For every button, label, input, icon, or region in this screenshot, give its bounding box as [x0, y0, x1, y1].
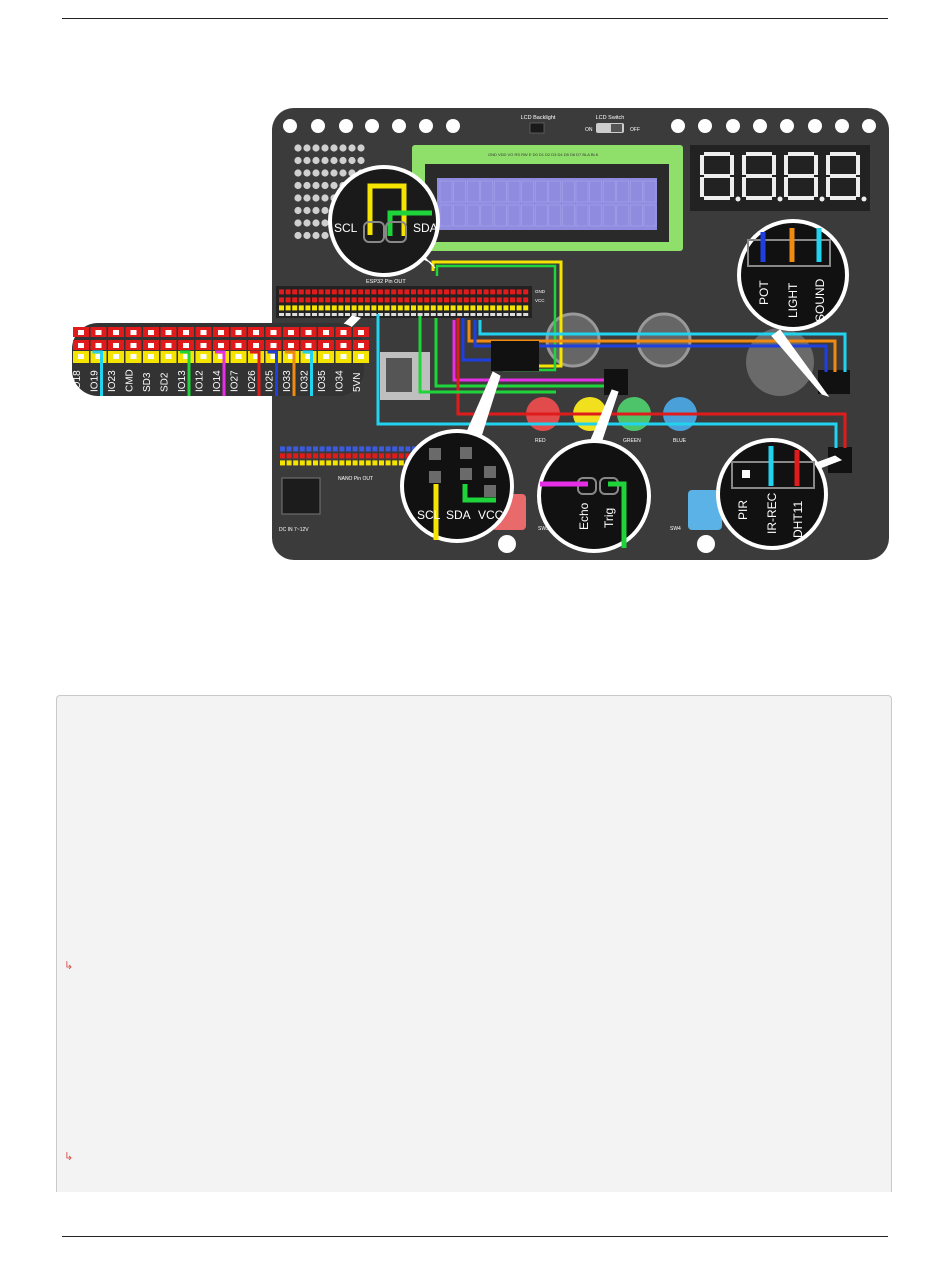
zoom-pin-label: IO32 — [300, 370, 311, 392]
seven-segment-display — [690, 145, 870, 211]
zoom-lcd-i2c: SCL SDA — [328, 165, 440, 277]
zoom-dht11-label: DHT11 — [791, 501, 805, 538]
gnd-label: GND — [535, 289, 546, 294]
zoom-sound-label: SOUND — [813, 278, 827, 322]
nano-pinout-label: NANO Pin OUT — [338, 476, 373, 482]
switch-off-label: OFF — [630, 127, 640, 133]
zoom-irrec-label: IR-REC — [765, 492, 779, 534]
zoom-pir-label: PIR — [736, 500, 750, 520]
zoom-pin-label: IO14 — [212, 370, 223, 392]
dc-jack — [281, 477, 321, 515]
zoom-pin-header: IO18 IO19 IO23 CMD SD3 SD2 IO13 IO12 IO14 IO27 IO2… — [72, 323, 369, 396]
zoom-lcd-scl-label: SCL — [334, 221, 358, 235]
zoom-pot-label: POT — [757, 280, 771, 305]
lcd-pin-labels: GND VDD VO RS RW E D0 D1 D2 D3 D4 D5 D6 … — [488, 152, 599, 157]
zoom-pin-label: IO33 — [282, 370, 293, 392]
switch-on-label: ON — [585, 127, 593, 133]
button-sw3-icon[interactable] — [498, 535, 516, 553]
line-wrap-icon: ↳ — [64, 1150, 74, 1163]
lcd-backlight-label: LCD Backlight — [521, 115, 556, 121]
board-top-dots — [283, 119, 876, 133]
zoom-pin-label: SD3 — [142, 372, 153, 392]
zoom-pin-label: IO34 — [335, 370, 346, 392]
zoom-i2c-scl: SCL — [417, 508, 441, 522]
line-wrap-icon: ↳ — [64, 959, 74, 972]
zoom-echo-label: Echo — [577, 502, 591, 530]
sw4-label: SW4 — [670, 526, 681, 532]
zoom-trig-label: Trig — [602, 508, 616, 528]
zoom-ultrasonic: Echo Trig — [537, 439, 651, 553]
esp32-pinout-label: ESP32 Pin OUT — [366, 279, 406, 285]
zoom-pin-label: SD2 — [160, 372, 171, 392]
lcd-switch-label: LCD Switch — [596, 115, 625, 121]
zoom-pin-label: IO12 — [195, 370, 206, 392]
wires — [376, 260, 847, 448]
vcc-label: VCC — [535, 298, 545, 303]
ultrasonic-header — [604, 369, 628, 395]
sw3-label: SW3 — [538, 526, 549, 532]
lcd-backlight-button[interactable] — [529, 122, 545, 134]
zoom-light-label: LIGHT — [786, 282, 800, 318]
led-green-label: GREEN — [623, 438, 641, 444]
zoom-i2c-vcc: VCC — [478, 508, 504, 522]
zoom-pin-label: IO18 — [72, 370, 83, 392]
zoom-pin-label: IO26 — [247, 370, 258, 392]
zoom-pin-label: IO35 — [317, 370, 328, 392]
header-rule — [62, 18, 888, 19]
i2c-header — [491, 341, 539, 371]
zoom-pin-label: CMD — [125, 369, 136, 392]
zoom-pin-label: IO23 — [107, 370, 118, 392]
zoom-pin-label: IO19 — [90, 370, 101, 392]
zoom-lcd-sda-label: SDA — [413, 221, 438, 235]
zoom-pin-label: 5VN — [352, 373, 363, 392]
led-red-label: RED — [535, 438, 546, 444]
zoom-digital-sensors: PIR IR-REC DHT11 — [716, 438, 828, 550]
zoom-i2c-sda: SDA — [446, 508, 471, 522]
footer-rule — [62, 1236, 888, 1237]
zoom-pin-label: IO13 — [177, 370, 188, 392]
button-blue[interactable] — [688, 490, 722, 530]
zoom-pin-label: IO27 — [230, 370, 241, 392]
zoom-pin-label: IO25 — [265, 370, 276, 392]
button-sw4-icon[interactable] — [697, 535, 715, 553]
led-blue-label: BLUE — [673, 438, 687, 444]
wiring-diagram: LCD Backlight LCD Switch ON OFF GND VDD … — [72, 108, 889, 560]
dc-in-label: DC IN 7~12V — [279, 527, 309, 533]
zoom-analog-sensors: POT LIGHT SOUND — [737, 219, 849, 331]
lcd-character-grid — [439, 180, 657, 227]
esp32-header — [276, 286, 532, 318]
code-block — [56, 695, 892, 1192]
zoom-i2c-header: SCL SDA VCC — [400, 429, 514, 543]
